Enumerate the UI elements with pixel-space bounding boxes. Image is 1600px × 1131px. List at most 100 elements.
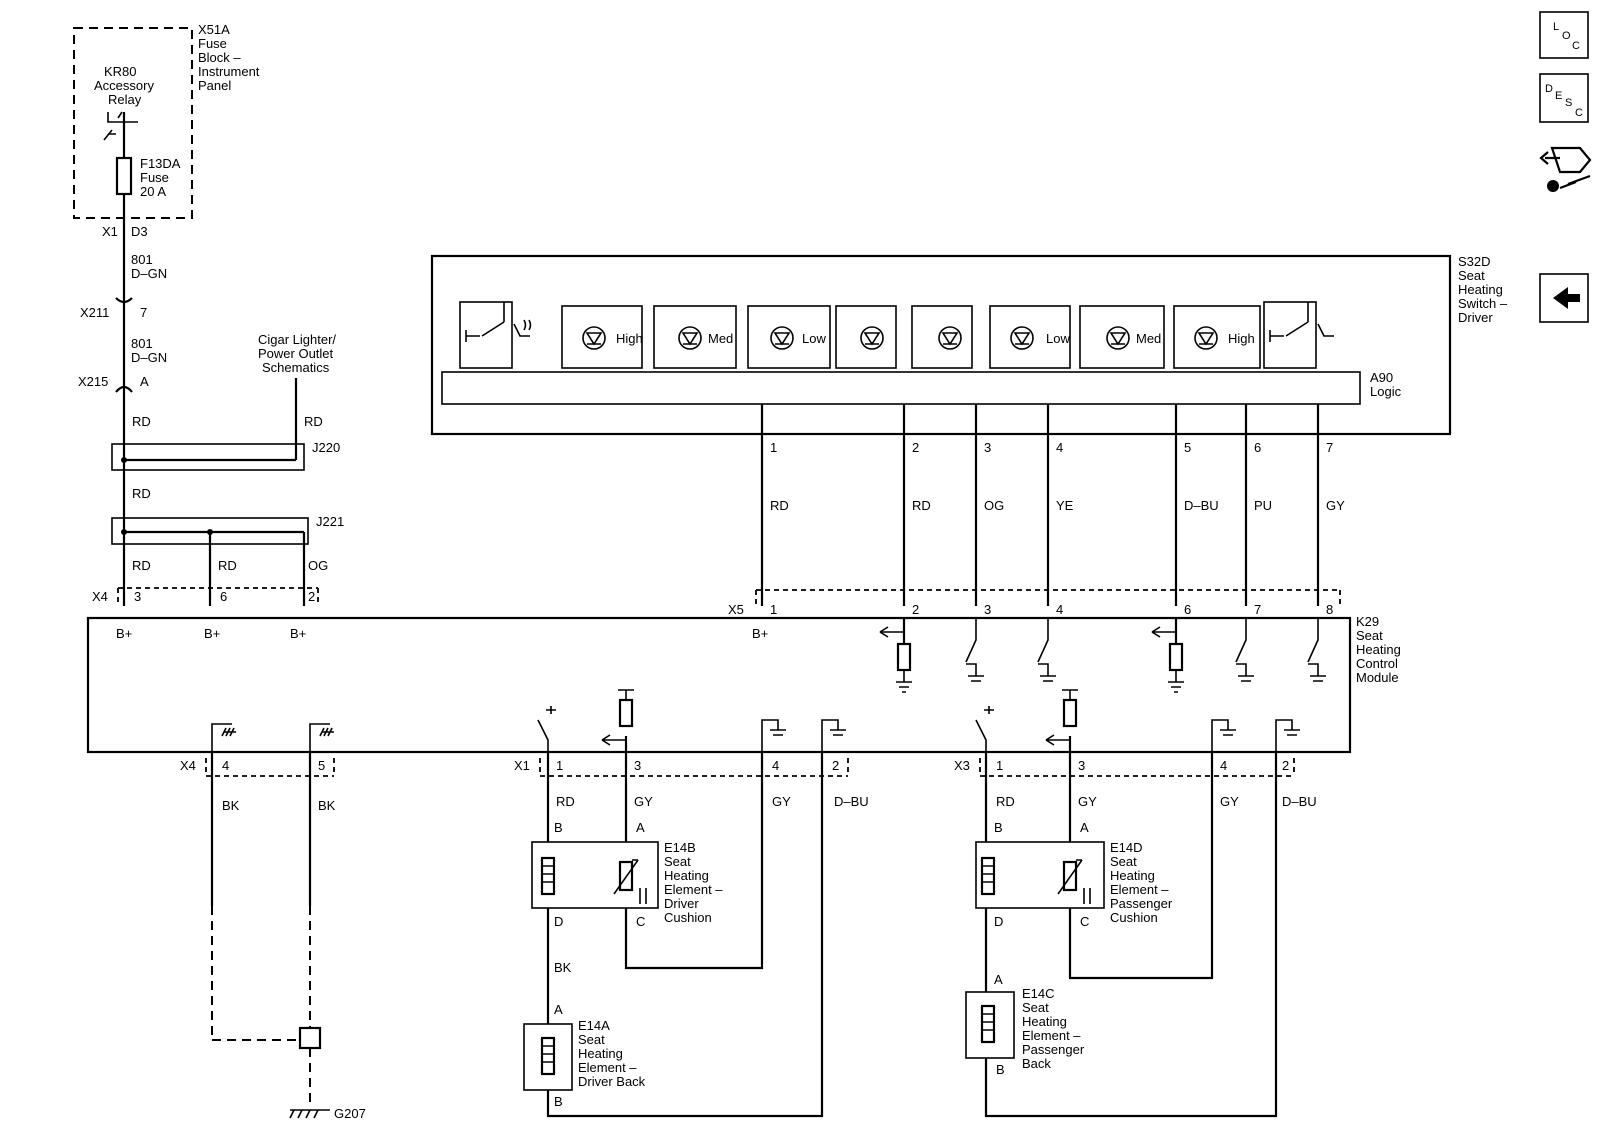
logic-label-2: Logic <box>1370 384 1402 399</box>
svg-text:Relay: Relay <box>108 92 142 107</box>
pin-2: 2 <box>912 602 919 617</box>
control-module <box>86 616 1352 754</box>
svg-text:Module: Module <box>1356 670 1399 685</box>
pass-med-cell <box>1079 305 1165 369</box>
svg-text:Panel: Panel <box>198 78 231 93</box>
pin-1: 1 <box>770 602 777 617</box>
term-b: B <box>994 820 1003 835</box>
svg-text:Driver: Driver <box>1458 310 1493 325</box>
circuit-dgn: D–GN <box>131 266 167 281</box>
driver-heat-switch-cell[interactable] <box>459 301 513 369</box>
pin-7: 7 <box>140 305 147 320</box>
wire-dbu: D–BU <box>1184 498 1219 513</box>
wire-pu: PU <box>1254 498 1272 513</box>
svg-text:Passenger: Passenger <box>1022 1042 1085 1057</box>
passenger-heat-switch-cell[interactable] <box>1263 301 1317 369</box>
driver-low-led-icon <box>770 326 794 350</box>
svg-text:Element –: Element – <box>578 1060 637 1075</box>
svg-text:Schematics: Schematics <box>262 360 330 375</box>
svg-text:E14D: E14D <box>1110 840 1143 855</box>
pin-3: 3 <box>984 602 991 617</box>
wire-rd: RD <box>912 498 931 513</box>
wire-rd: RD <box>304 414 323 429</box>
wire-rd: RD <box>132 558 151 573</box>
term-d: D <box>554 914 563 929</box>
svg-text:Cushion: Cushion <box>664 910 712 925</box>
splice-j220 <box>111 443 305 471</box>
pass-low-led-icon <box>1010 326 1034 350</box>
switch-ground-icon <box>965 618 1056 682</box>
svg-text:Element –: Element – <box>664 882 723 897</box>
pass-high-side-switch-icon <box>975 689 1078 752</box>
svg-text:Element –: Element – <box>1110 882 1169 897</box>
wire-bk: BK <box>318 798 336 813</box>
svg-text:Cushion: Cushion <box>1110 910 1158 925</box>
svg-text:Heating: Heating <box>1356 642 1401 657</box>
svg-text:Fuse: Fuse <box>140 170 169 185</box>
wire-bk: BK <box>554 960 572 975</box>
svg-text:20 A: 20 A <box>140 184 166 199</box>
pin-5: 5 <box>318 758 325 773</box>
driver-ground-icon <box>761 719 846 752</box>
e14b-label: E14B Seat Heating Element – Driver Cushi… <box>664 840 723 925</box>
wire-og: OG <box>984 498 1004 513</box>
svg-text:Seat: Seat <box>1356 628 1383 643</box>
splice-j221-label: J221 <box>316 514 344 529</box>
pin-3: 3 <box>984 440 991 455</box>
svg-text:Power Outlet: Power Outlet <box>258 346 334 361</box>
svg-text:K29: K29 <box>1356 614 1379 629</box>
seat-heat-icon <box>1317 323 1334 337</box>
svg-text:Driver Back: Driver Back <box>578 1074 646 1089</box>
wire-rd: RD <box>132 414 151 429</box>
pin-6: 6 <box>1254 440 1261 455</box>
desc-d: D <box>1545 83 1553 95</box>
desc-button[interactable]: D E S C <box>1539 73 1589 123</box>
conn-x4: X4 <box>180 758 196 773</box>
pin-2: 2 <box>1282 758 1289 773</box>
pin-2: 2 <box>832 758 839 773</box>
circuit-801-b: 801 <box>131 336 153 351</box>
term-b: B <box>554 1094 563 1109</box>
desc-c: C <box>1575 107 1583 119</box>
ground-g207-label: G207 <box>334 1106 366 1121</box>
pin-d3: D3 <box>131 224 148 239</box>
loc-l: L <box>1553 21 1559 33</box>
wire-ye: YE <box>1056 498 1074 513</box>
wire-dbu: D–BU <box>834 794 869 809</box>
wire-og: OG <box>308 558 328 573</box>
svg-text:Seat: Seat <box>1458 268 1485 283</box>
circuit-801: 801 <box>131 252 153 267</box>
pin-8: 8 <box>1326 602 1333 617</box>
indicator-cell-a <box>835 305 897 369</box>
circuit-dgn-b: D–GN <box>131 350 167 365</box>
loc-c: C <box>1572 40 1580 52</box>
e14c-element <box>965 991 1015 1059</box>
logic-label: A90 <box>1370 370 1393 385</box>
heater-grid-icon <box>540 856 556 896</box>
conn-x4: X4 <box>92 589 108 604</box>
wire-rd: RD <box>556 794 575 809</box>
splice-j220-label: J220 <box>312 440 340 455</box>
cigar-lighter-link[interactable]: Cigar Lighter/ Power Outlet Schematics <box>258 332 336 375</box>
wire-gy: GY <box>1220 794 1239 809</box>
driver-med-cell <box>653 305 737 369</box>
svg-text:Fuse: Fuse <box>198 36 227 51</box>
connector-link-icon[interactable] <box>1539 146 1592 192</box>
desc-s: S <box>1565 97 1572 109</box>
pin-1: 1 <box>556 758 563 773</box>
heater-grid-icon <box>980 1004 996 1044</box>
term-b: B <box>554 820 563 835</box>
svg-text:Seat: Seat <box>664 854 691 869</box>
svg-text:Heating: Heating <box>1022 1014 1067 1029</box>
back-arrow-button[interactable] <box>1539 273 1589 323</box>
wire-bk: BK <box>222 798 240 813</box>
wire-gy: GY <box>1078 794 1097 809</box>
indicator-cell-b <box>911 305 973 369</box>
loc-button[interactable]: L O C <box>1539 11 1589 59</box>
svg-text:Element –: Element – <box>1022 1028 1081 1043</box>
heater-grid-icon <box>980 856 996 896</box>
term-a: A <box>554 1002 563 1017</box>
wire-gy: GY <box>772 794 791 809</box>
driver-low-cell <box>747 305 831 369</box>
svg-text:Seat: Seat <box>1022 1000 1049 1015</box>
